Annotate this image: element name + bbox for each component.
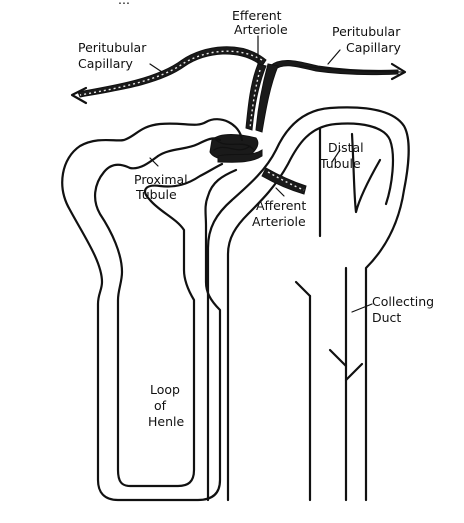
leader-collecting-duct <box>351 303 373 313</box>
peritubular-capillary-vessel <box>70 46 407 105</box>
label-peritubular-capillary-left: Peritubular Capillary <box>78 40 147 71</box>
top-caption-fragment: ... <box>118 0 130 7</box>
label-line: Arteriole <box>252 214 306 229</box>
label-line: Tubule <box>319 156 361 171</box>
leader-proximal-tubule <box>149 157 159 167</box>
label-line: Tubule <box>135 187 177 202</box>
proximal-tubule-and-loop-outline <box>61 118 244 502</box>
label-line: Capillary <box>346 40 402 55</box>
label-line: Proximal <box>134 172 188 187</box>
label-afferent-arteriole: Afferent Arteriole <box>252 198 306 229</box>
label-line: Duct <box>372 310 401 325</box>
leader-distal-tubule <box>331 149 341 163</box>
label-proximal-tubule: Proximal Tubule <box>134 172 188 202</box>
label-line: Efferent <box>232 8 282 23</box>
label-distal-tubule: Distal Tubule <box>319 140 364 171</box>
label-line: Distal <box>328 140 364 155</box>
leader-afferent-arteriole <box>275 187 285 197</box>
label-line: Loop <box>150 382 180 397</box>
label-line: Arteriole <box>234 22 288 37</box>
label-efferent-arteriole: Efferent Arteriole <box>232 8 288 37</box>
afferent-arteriole-vessel <box>261 167 307 195</box>
glomerulus <box>209 134 263 163</box>
label-line: Afferent <box>256 198 306 213</box>
label-line: Henle <box>148 414 184 429</box>
label-line: Collecting <box>372 294 434 309</box>
label-line: of <box>154 398 167 413</box>
label-line: Peritubular <box>332 24 401 39</box>
label-loop-of-henle: Loop of Henle <box>148 382 184 429</box>
leader-peritubular-left <box>149 63 163 73</box>
leader-peritubular-right <box>327 49 341 65</box>
label-line: Peritubular <box>78 40 147 55</box>
label-peritubular-capillary-right: Peritubular Capillary <box>332 24 402 55</box>
label-line: Capillary <box>78 56 134 71</box>
efferent-arteriole-vessel <box>245 63 279 133</box>
distal-tubule-and-collecting-duct <box>206 106 410 502</box>
label-collecting-duct: Collecting Duct <box>372 294 434 325</box>
